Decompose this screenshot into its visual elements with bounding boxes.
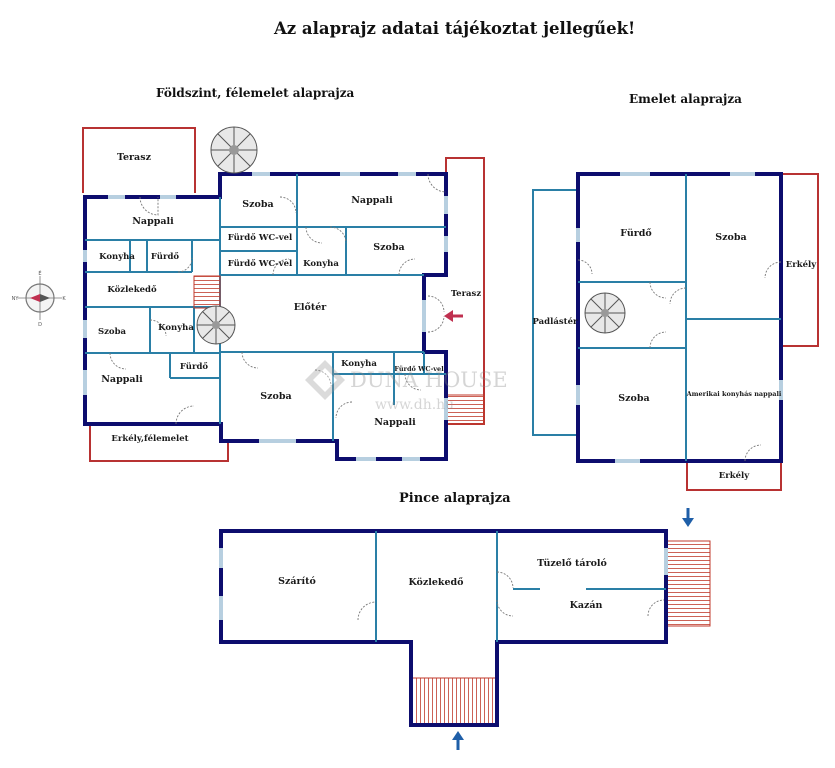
room-upper-szoba-2: Szoba — [618, 393, 649, 404]
side-balcony-outline — [781, 173, 819, 347]
room-cellar-kozlekedo: Közlekedő — [408, 577, 463, 588]
room-nappali-4: Nappali — [374, 417, 416, 428]
room-tuzelo-tarolo: Tüzelő tároló — [537, 558, 607, 569]
ground-floor-plan: Terasz Nappali Szoba Nappali Fürdő WC-ve… — [82, 126, 485, 462]
cellar-inner-walls — [375, 531, 666, 642]
room-furdo-wc-3: Fürdő WC-vel — [394, 364, 444, 373]
cellar-right-stairs — [665, 540, 711, 627]
upper-floor-title: Emelet alaprajza — [629, 92, 742, 106]
compass-south: D — [38, 322, 42, 328]
watermark: DUNA HOUSE www.dh.hu — [305, 360, 508, 413]
room-furdo-wc-2: Fürdő WC-vel — [228, 258, 293, 269]
room-szoba-4: Szoba — [260, 391, 291, 402]
spiral-stair-upper — [584, 292, 626, 334]
cellar-plan: Szárító Közlekedő Tüzelő tároló Kazán — [219, 508, 711, 750]
cellar-bottom-stairs — [410, 677, 498, 726]
room-padlaster: Padlástér — [533, 316, 578, 327]
room-terasz-top: Terasz — [117, 152, 152, 163]
compass-west: NY — [12, 296, 20, 302]
room-eloter: Előtér — [294, 302, 328, 313]
terrace-top-outline — [82, 127, 196, 193]
room-szarito: Szárító — [278, 576, 316, 587]
upper-inner-walls — [578, 174, 781, 461]
watermark-brand: DUNA HOUSE — [350, 368, 508, 392]
room-konyha-1: Konyha — [99, 252, 135, 262]
ground-floor-title: Földszint, félemelet alaprajza — [156, 86, 355, 100]
watermark-url: www.dh.hu — [375, 397, 454, 413]
terrace-stairs — [445, 394, 485, 425]
room-upper-erkely-side: Erkély — [786, 259, 817, 270]
room-upper-erkely-bottom: Erkély — [719, 470, 750, 481]
cellar-entry-arrow-top-icon — [682, 508, 694, 527]
room-furdo-1: Fürdő — [151, 251, 179, 262]
cellar-title: Pince alaprajza — [399, 491, 511, 506]
room-amerikai-konyhas-nappali: Amerikai konyhás nappali — [686, 390, 782, 398]
ground-doors — [109, 173, 447, 425]
room-nappali-3: Nappali — [101, 374, 143, 385]
attic-outline — [532, 189, 579, 436]
upper-floor-plan: Fürdő Szoba Erkély Padlástér Szoba Ameri… — [532, 172, 819, 491]
room-furdo-wc-1: Fürdő WC-vel — [228, 232, 293, 243]
spiral-stair-outdoor — [210, 126, 258, 174]
room-upper-furdo: Fürdő — [620, 228, 651, 239]
room-szoba-3: Szoba — [98, 327, 127, 337]
room-szoba-2: Szoba — [373, 242, 404, 253]
compass-north: É — [38, 269, 41, 277]
bottom-balcony-outline — [686, 461, 782, 491]
compass-icon: É D K NY — [12, 269, 67, 328]
room-kazan: Kazán — [570, 600, 603, 611]
ground-outer-wall — [83, 172, 448, 461]
room-erkely-felemelet: Erkély,félemelet — [111, 433, 188, 444]
room-nappali-2: Nappali — [351, 195, 393, 206]
ground-windows — [83, 172, 448, 461]
room-kozlekedo: Közlekedő — [107, 284, 157, 295]
cellar-windows — [219, 548, 668, 620]
cellar-doors — [357, 571, 665, 621]
upper-windows — [576, 172, 783, 463]
upper-outer-wall — [576, 172, 783, 463]
room-szoba-1: Szoba — [242, 199, 273, 210]
internal-straight-stairs — [193, 275, 221, 309]
room-konyha-4: Konyha — [341, 359, 377, 369]
room-furdo-2: Fürdő — [180, 361, 208, 372]
room-upper-szoba-1: Szoba — [715, 232, 746, 243]
room-terasz-right: Terasz — [451, 289, 482, 299]
room-konyha-2: Konyha — [303, 259, 339, 269]
room-nappali-1: Nappali — [132, 216, 174, 227]
room-konyha-3: Konyha — [158, 323, 194, 333]
spiral-stair-ground — [196, 305, 236, 345]
entrance-arrow-icon — [444, 310, 463, 322]
compass-east: K — [62, 296, 66, 302]
notice-title: Az alaprajz adatai tájékoztat jellegűek! — [274, 19, 636, 38]
cellar-entry-arrow-bottom-icon — [452, 731, 464, 750]
balcony-halflevel-outline — [89, 424, 229, 462]
upper-doors — [577, 259, 782, 462]
